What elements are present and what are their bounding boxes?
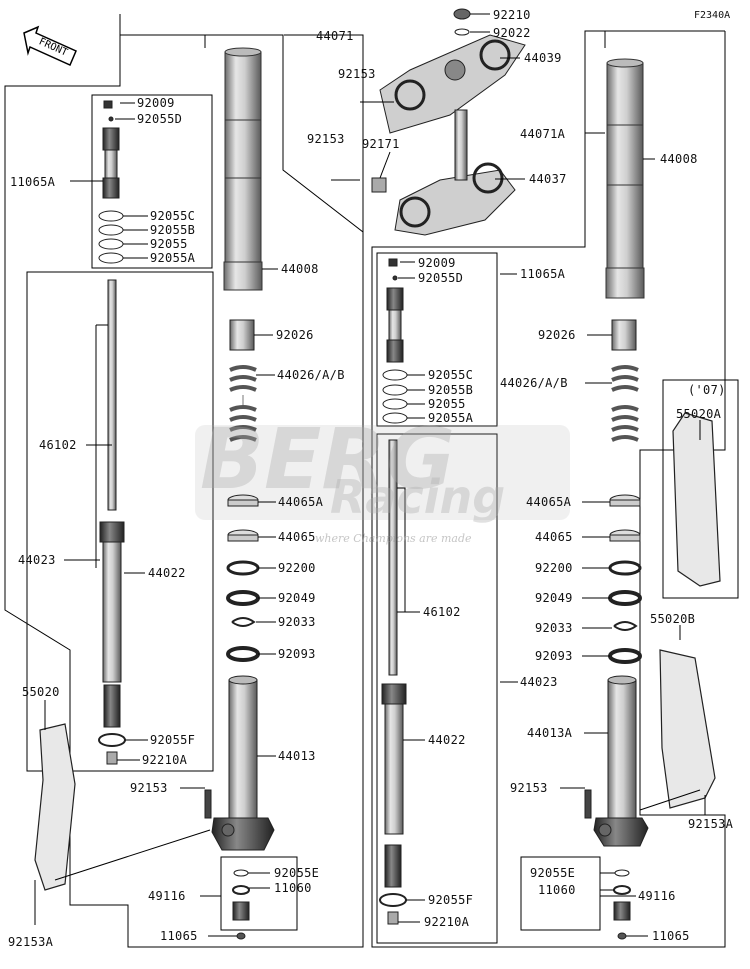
part-label[interactable]: 49116: [638, 889, 676, 903]
triple-clamps: [371, 8, 526, 236]
part-label[interactable]: 92055F: [150, 733, 196, 747]
part-label[interactable]: 92009: [418, 256, 456, 270]
fork-guards: [34, 412, 721, 891]
part-label[interactable]: 44023: [520, 675, 558, 689]
part-label[interactable]: 92055A: [428, 411, 474, 425]
part-label[interactable]: 44037: [529, 172, 567, 186]
part-label[interactable]: 44065A: [278, 495, 324, 509]
part-label[interactable]: 46102: [39, 438, 77, 452]
group-outlines: [4, 14, 739, 948]
part-label[interactable]: 92049: [278, 591, 316, 605]
watermark-brand: BERG: [200, 410, 456, 508]
part-label[interactable]: 11060: [538, 883, 576, 897]
part-label[interactable]: 44008: [660, 152, 698, 166]
part-label[interactable]: 92153A: [8, 935, 54, 949]
right-outer-tube: [605, 58, 645, 299]
part-label[interactable]: 44026/A/B: [500, 376, 568, 390]
part-label[interactable]: 44013A: [527, 726, 573, 740]
watermark-tagline: where Champions are made: [315, 532, 472, 545]
leader-lines: [34, 13, 706, 937]
part-label[interactable]: 92210A: [424, 915, 470, 929]
part-label[interactable]: 92055E: [274, 866, 320, 880]
part-label[interactable]: 92055F: [428, 893, 474, 907]
part-label[interactable]: 92055E: [530, 866, 576, 880]
front-arrow-icon: FRONT: [20, 25, 80, 77]
part-label[interactable]: 44026/A/B: [277, 368, 345, 382]
part-label[interactable]: 44013: [278, 749, 316, 763]
part-label[interactable]: 44023: [18, 553, 56, 567]
part-label[interactable]: 92153: [307, 132, 345, 146]
part-label[interactable]: 44071A: [520, 127, 566, 141]
part-label[interactable]: 44071: [316, 29, 354, 43]
part-label[interactable]: 92171: [362, 137, 400, 151]
part-label[interactable]: 11065: [652, 929, 690, 943]
part-label[interactable]: 11065: [160, 929, 198, 943]
part-label[interactable]: 92026: [538, 328, 576, 342]
top-clamp-note: ('07): [688, 383, 726, 397]
part-label[interactable]: 92093: [278, 647, 316, 661]
part-label[interactable]: 92055A: [150, 251, 196, 265]
part-label[interactable]: 44022: [148, 566, 186, 580]
diagram-code: F2340A: [694, 10, 731, 21]
part-label[interactable]: 92153: [510, 781, 548, 795]
part-label[interactable]: 44008: [281, 262, 319, 276]
part-label[interactable]: 44065A: [526, 495, 572, 509]
left-outer-tube: [223, 47, 263, 291]
part-label[interactable]: 92055B: [428, 383, 474, 397]
part-label[interactable]: 92055C: [150, 209, 196, 223]
part-label[interactable]: 44065: [535, 530, 573, 544]
part-label[interactable]: 11060: [274, 881, 312, 895]
left-inner-tube: [204, 675, 275, 851]
part-label[interactable]: 44022: [428, 733, 466, 747]
part-label[interactable]: 92210: [493, 8, 531, 22]
part-label[interactable]: 92055: [150, 237, 188, 251]
part-label[interactable]: 92055: [428, 397, 466, 411]
part-label[interactable]: 92200: [535, 561, 573, 575]
part-label[interactable]: 92022: [493, 26, 531, 40]
part-label[interactable]: 92153: [338, 67, 376, 81]
part-label[interactable]: 92055D: [418, 271, 464, 285]
part-label[interactable]: 92055B: [150, 223, 196, 237]
part-label[interactable]: 92033: [535, 621, 573, 635]
watermark-graphic: [195, 425, 570, 520]
part-label[interactable]: 44065: [278, 530, 316, 544]
part-label[interactable]: 92200: [278, 561, 316, 575]
part-label[interactable]: 11065A: [10, 175, 56, 189]
part-label[interactable]: 92026: [276, 328, 314, 342]
part-label[interactable]: 92049: [535, 591, 573, 605]
right-inner-tube: [584, 675, 649, 847]
part-label[interactable]: 92153A: [688, 817, 734, 831]
part-label[interactable]: 92055C: [428, 368, 474, 382]
part-label[interactable]: 46102: [423, 605, 461, 619]
part-label[interactable]: 55020: [22, 685, 60, 699]
part-label[interactable]: 92210A: [142, 753, 188, 767]
part-label[interactable]: 92009: [137, 96, 175, 110]
part-label[interactable]: 92153: [130, 781, 168, 795]
part-label[interactable]: 11065A: [520, 267, 566, 281]
part-label[interactable]: 49116: [148, 889, 186, 903]
part-label[interactable]: 92093: [535, 649, 573, 663]
part-label[interactable]: 92055D: [137, 112, 183, 126]
watermark-sub: Racing: [330, 470, 506, 524]
part-label[interactable]: 92033: [278, 615, 316, 629]
part-label[interactable]: 55020B: [650, 612, 696, 626]
part-label[interactable]: 55020A: [676, 407, 722, 421]
part-label[interactable]: 44039: [524, 51, 562, 65]
